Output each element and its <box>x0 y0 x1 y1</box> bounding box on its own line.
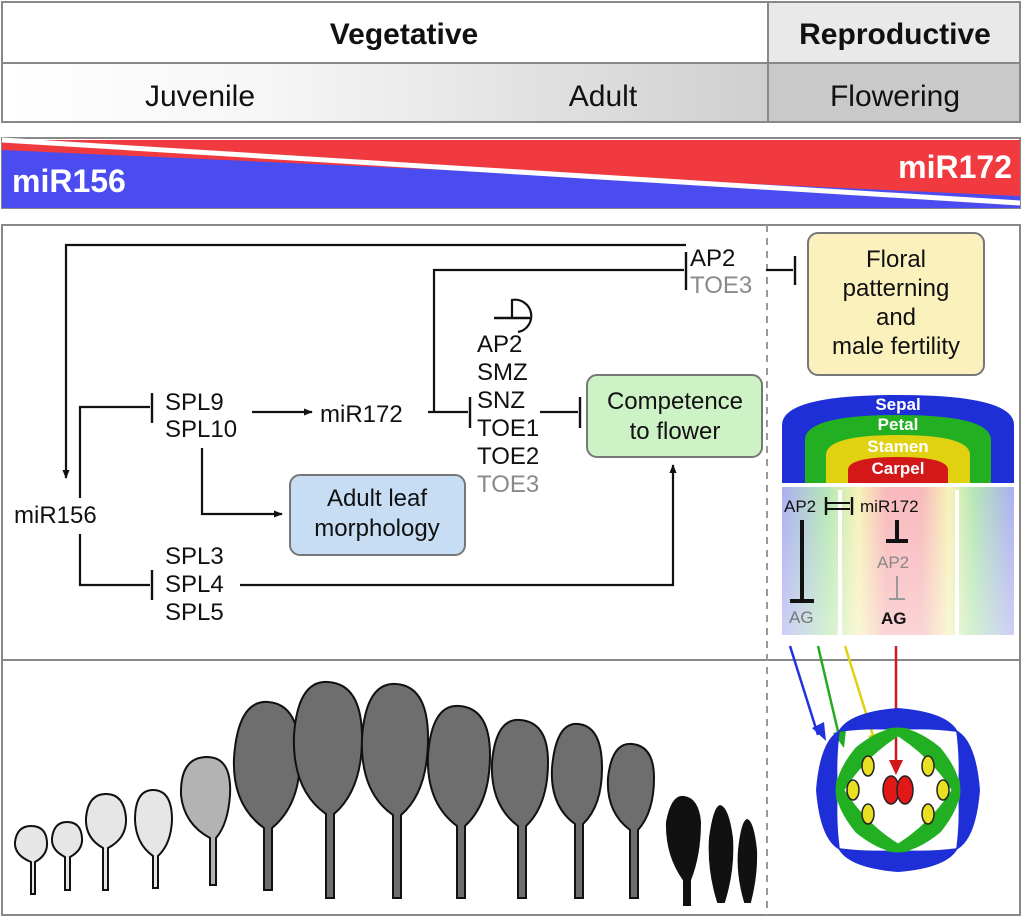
juvenile-leaves <box>13 788 174 895</box>
abc-ag-right: AG <box>881 609 907 628</box>
competence-line1: Competence <box>607 388 743 415</box>
mir172-node: miR172 <box>320 401 403 428</box>
adult-label: Adult <box>569 80 638 113</box>
adult-leaf-morphology-box: Adult leaf morphology <box>289 474 466 556</box>
toe2-node: TOE2 <box>477 443 539 470</box>
adult-leaves <box>232 680 656 899</box>
abc-ap2-lower: AP2 <box>877 553 909 572</box>
spl3-node: SPL3 <box>165 543 224 570</box>
mirna-gradient-bar: miR156 miR172 <box>1 137 1021 209</box>
smz-node: SMZ <box>477 359 528 386</box>
toe3-node: TOE3 <box>477 471 539 498</box>
reproductive-leaves <box>665 795 758 906</box>
floral-line3: and <box>876 304 916 331</box>
phase-header: Vegetative Reproductive Juvenile Adult F… <box>1 1 1021 123</box>
toe3-top-node: TOE3 <box>690 272 752 299</box>
floral-patterning-box: Floral patterning and male fertility <box>807 232 985 376</box>
abc-model-panel: AP2 miR172 AG AP2 AG <box>782 483 1014 635</box>
floral-whorl-stack: Sepal Petal Stamen Carpel <box>782 395 1014 485</box>
mir172-gradient-label: miR172 <box>898 149 1012 185</box>
floral-line1: Floral <box>866 246 926 273</box>
flowering-label: Flowering <box>830 80 960 113</box>
mir172-to-top-ap2-line <box>432 268 684 412</box>
spl5-node: SPL5 <box>165 599 224 626</box>
petal-label: Petal <box>878 415 919 434</box>
vegetative-label: Vegetative <box>330 18 478 51</box>
leaf-series <box>13 680 758 906</box>
spl4-node: SPL4 <box>165 571 224 598</box>
toe1-node: TOE1 <box>477 415 539 442</box>
sepal-label: Sepal <box>875 395 920 414</box>
snz-node: SNZ <box>477 387 525 414</box>
adult-leaf-line1: Adult leaf <box>327 485 427 512</box>
network-panel-frame <box>1 224 1021 916</box>
stamen-label: Stamen <box>867 437 928 456</box>
ap2-node: AP2 <box>477 331 522 358</box>
ap2-to-mir156-arrow <box>62 243 686 479</box>
juvenile-label: Juvenile <box>145 80 255 113</box>
floral-line4: male fertility <box>832 333 960 360</box>
floral-diagram <box>816 708 980 872</box>
transition-leaf <box>179 755 232 886</box>
spl10-node: SPL10 <box>165 416 237 443</box>
abc-mir172: miR172 <box>860 497 919 516</box>
spl9-node: SPL9 <box>165 389 224 416</box>
adult-leaf-line2: morphology <box>314 515 439 542</box>
reproductive-label: Reproductive <box>799 18 991 51</box>
competence-line2: to flower <box>630 418 721 445</box>
mir156-gradient-label: miR156 <box>12 163 126 199</box>
competence-to-flower-box: Competence to flower <box>586 374 763 458</box>
regulatory-network: miR156 SPL9 SPL10 miR172 AP2 SMZ SNZ TOE… <box>14 232 985 626</box>
ap2-top-node: AP2 <box>690 245 735 272</box>
mir156-node: miR156 <box>14 502 97 529</box>
carpel-label: Carpel <box>872 459 925 478</box>
abc-ag-left: AG <box>789 608 814 627</box>
floral-line2: patterning <box>843 275 950 302</box>
abc-ap2: AP2 <box>784 497 816 516</box>
